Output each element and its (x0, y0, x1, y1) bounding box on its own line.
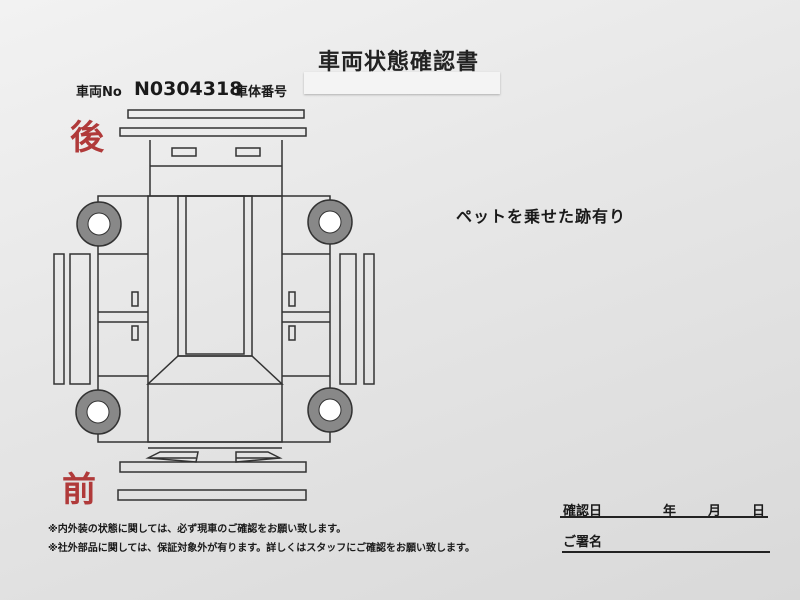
chassis-no-redacted (304, 72, 500, 94)
year-label: 年 (663, 504, 677, 519)
confirm-date-label: 確認日 (563, 504, 603, 519)
note-2: ※社外部品に関しては、保証対象外が有ります。詳しくはスタッフにご確認をお願い致し… (48, 543, 476, 554)
document-title: 車両状態確認書 (318, 50, 480, 75)
month-label: 月 (708, 504, 722, 519)
signature-label: ご署名 (563, 535, 603, 550)
vehicle-no: N0304318 (134, 78, 243, 100)
vehicle-no-label: 車両No (76, 85, 122, 100)
wheel-icons (75, 199, 353, 435)
remark-text: ペットを乗せた跡有り (456, 207, 627, 226)
day-label: 日 (752, 504, 766, 519)
note-1: ※内外装の状態に関しては、必ず現車のご確認をお願い致します。 (48, 524, 347, 535)
vehicle-outline (53, 109, 375, 501)
front-label: 前 (62, 470, 96, 510)
confirm-date-line (560, 516, 768, 518)
signature-line (562, 551, 770, 553)
chassis-no-label: 車体番号 (235, 85, 288, 100)
rear-label: 後 (70, 118, 104, 158)
